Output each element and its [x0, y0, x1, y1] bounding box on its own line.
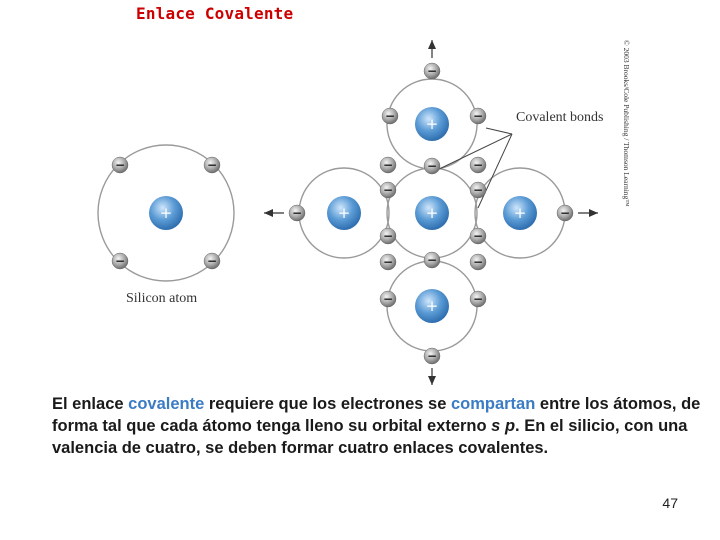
electron-charge-symbol: − — [473, 183, 483, 197]
orbit-isolated — [97, 144, 235, 282]
page-number: 47 — [662, 495, 678, 511]
caption-keyword-compartan: compartan — [450, 395, 536, 413]
nucleus-charge-symbol: + — [426, 204, 439, 222]
electron-charge-symbol: − — [383, 229, 393, 243]
caption-keyword-covalente: covalente — [128, 395, 205, 413]
electron — [111, 156, 129, 174]
electrons-group: − − − − − − − − − − − − − − − − − − − − − − — [111, 62, 574, 365]
electron — [379, 290, 397, 308]
electron — [469, 290, 487, 308]
electron — [469, 156, 487, 174]
electron-charge-symbol: − — [115, 254, 125, 268]
caption-part1: El enlace — [52, 395, 129, 413]
bond-pointer-line — [485, 127, 513, 135]
caption-part4: . En el silicio, con una valencia de cua… — [52, 417, 688, 457]
electron — [423, 251, 441, 269]
electron-charge-symbol: − — [473, 229, 483, 243]
electron-charge-symbol: − — [383, 158, 393, 172]
electron — [556, 204, 574, 222]
electron-charge-symbol: − — [427, 253, 437, 267]
electron-charge-symbol: − — [207, 254, 217, 268]
electron-charge-symbol: − — [383, 292, 393, 306]
electron-charge-symbol: − — [560, 206, 570, 220]
electron-charge-symbol: − — [383, 183, 393, 197]
bond-pointer-line — [432, 133, 513, 173]
electron — [469, 107, 487, 125]
nucleus-charge-symbol: + — [160, 204, 173, 222]
electron — [423, 347, 441, 365]
nucleus-bottom — [415, 289, 449, 323]
caption-orbital-s: s — [491, 417, 501, 435]
electron-charge-symbol: − — [473, 158, 483, 172]
electron-charge-symbol: − — [427, 64, 437, 78]
arrow-head-down — [428, 376, 436, 385]
electron-charge-symbol: − — [292, 206, 302, 220]
electron — [469, 181, 487, 199]
electron-charge-symbol: − — [207, 158, 217, 172]
electron — [111, 252, 129, 270]
nucleus-isolated — [149, 196, 183, 230]
lattice-arrows — [264, 40, 598, 385]
electron-charge-symbol: − — [427, 349, 437, 363]
electron-charge-symbol: − — [385, 109, 395, 123]
covalent-bonds-label: Covalent bonds — [516, 110, 604, 125]
caption-part3: entre los átomos, de forma tal que cada … — [52, 395, 701, 435]
nuclei-group: + + + + + + — [149, 107, 537, 323]
electron — [469, 227, 487, 245]
arrow-head-up — [428, 40, 436, 49]
electron — [379, 253, 397, 271]
electron — [423, 157, 441, 175]
electron-charge-symbol: − — [383, 255, 393, 269]
nucleus-charge-symbol: + — [426, 115, 439, 133]
nucleus-charge-symbol: + — [338, 204, 351, 222]
electron — [203, 156, 221, 174]
electron — [469, 253, 487, 271]
electron — [288, 204, 306, 222]
nucleus-charge-symbol: + — [426, 297, 439, 315]
electron — [423, 62, 441, 80]
nucleus-charge-symbol: + — [514, 204, 527, 222]
nucleus-top — [415, 107, 449, 141]
arrow-head-left — [264, 209, 273, 217]
caption-text: El enlace covalente requiere que los ele… — [52, 393, 702, 459]
copyright-notice: © 2003 Brooks/Cole Publishing / Thomson … — [622, 40, 631, 207]
electron — [379, 181, 397, 199]
caption-orbital-p: p — [504, 417, 516, 435]
caption-part2: requiere que los electrones se — [204, 395, 451, 413]
nucleus-left — [327, 196, 361, 230]
slide-title: Enlace Covalente — [136, 4, 294, 23]
arrow-head-right — [589, 209, 598, 217]
silicon-atom-label: Silicon atom — [126, 291, 197, 306]
electron-charge-symbol: − — [473, 109, 483, 123]
electron — [379, 156, 397, 174]
electron-charge-symbol: − — [473, 255, 483, 269]
nucleus-right — [503, 196, 537, 230]
electron — [381, 107, 399, 125]
electron — [203, 252, 221, 270]
electron-charge-symbol: − — [115, 158, 125, 172]
nucleus-center — [415, 196, 449, 230]
electron — [379, 227, 397, 245]
electron-charge-symbol: − — [427, 159, 437, 173]
silicon-covalent-bond-diagram: + + + + + + − − − − − − − − − − − − − − − − − − − − − − Covalent b… — [97, 40, 631, 385]
electron-charge-symbol: − — [473, 292, 483, 306]
